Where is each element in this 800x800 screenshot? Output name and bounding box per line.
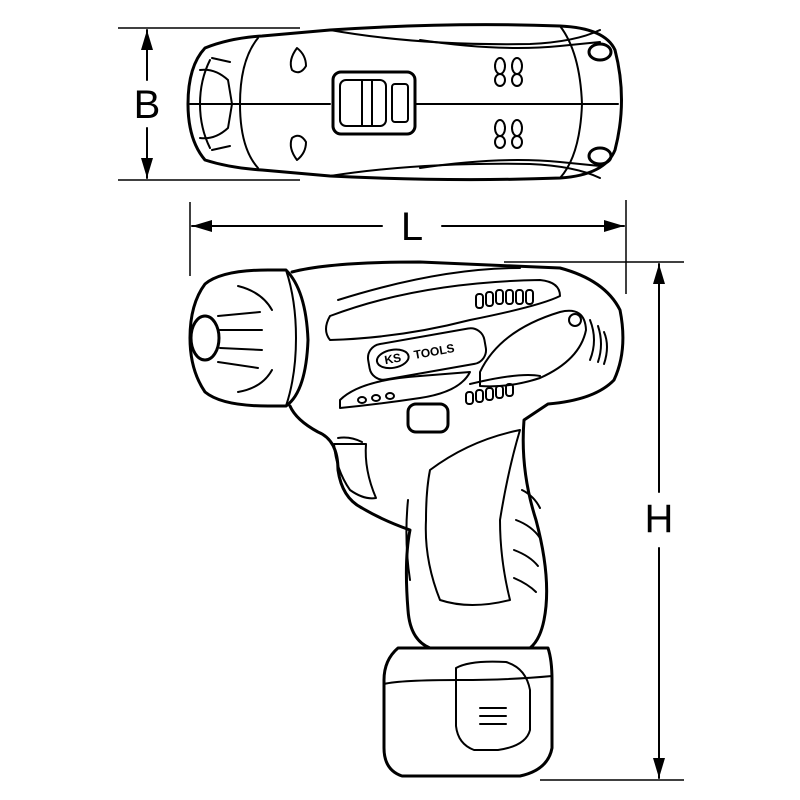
rear-knob (587, 146, 613, 166)
vent-drop (289, 134, 307, 161)
top-view: B (118, 23, 623, 182)
top-view-outline (186, 23, 623, 182)
vent-drop (289, 47, 307, 74)
direction-switch-housing (331, 70, 417, 136)
rear-panel (479, 309, 587, 388)
dimension-b-extension (118, 27, 300, 181)
vent-slots-lower (465, 383, 514, 405)
dimension-b-label: B (134, 83, 161, 127)
grip-panel (424, 429, 521, 606)
trigger-switch (406, 402, 450, 434)
chuck-nose (189, 314, 221, 362)
battery-pack (382, 646, 554, 778)
vent-slots-top (475, 289, 534, 309)
dimension-h: H (504, 261, 684, 781)
logo-plate (366, 327, 488, 381)
logo-right-text: TOOLS (413, 341, 456, 362)
drill-body (288, 260, 625, 650)
logo-left-text: KS (383, 350, 402, 367)
grip-ribs (513, 489, 541, 593)
dimension-l-label: L (401, 205, 423, 249)
brand-logo: KS TOOLS (375, 341, 456, 370)
dimension-h-label: H (645, 497, 674, 541)
dimension-l: L (189, 200, 627, 294)
side-view: KS TOOLS (188, 260, 625, 778)
top-view-chuck (239, 37, 259, 169)
battery-latch (455, 660, 531, 751)
rear-knob (587, 42, 613, 62)
